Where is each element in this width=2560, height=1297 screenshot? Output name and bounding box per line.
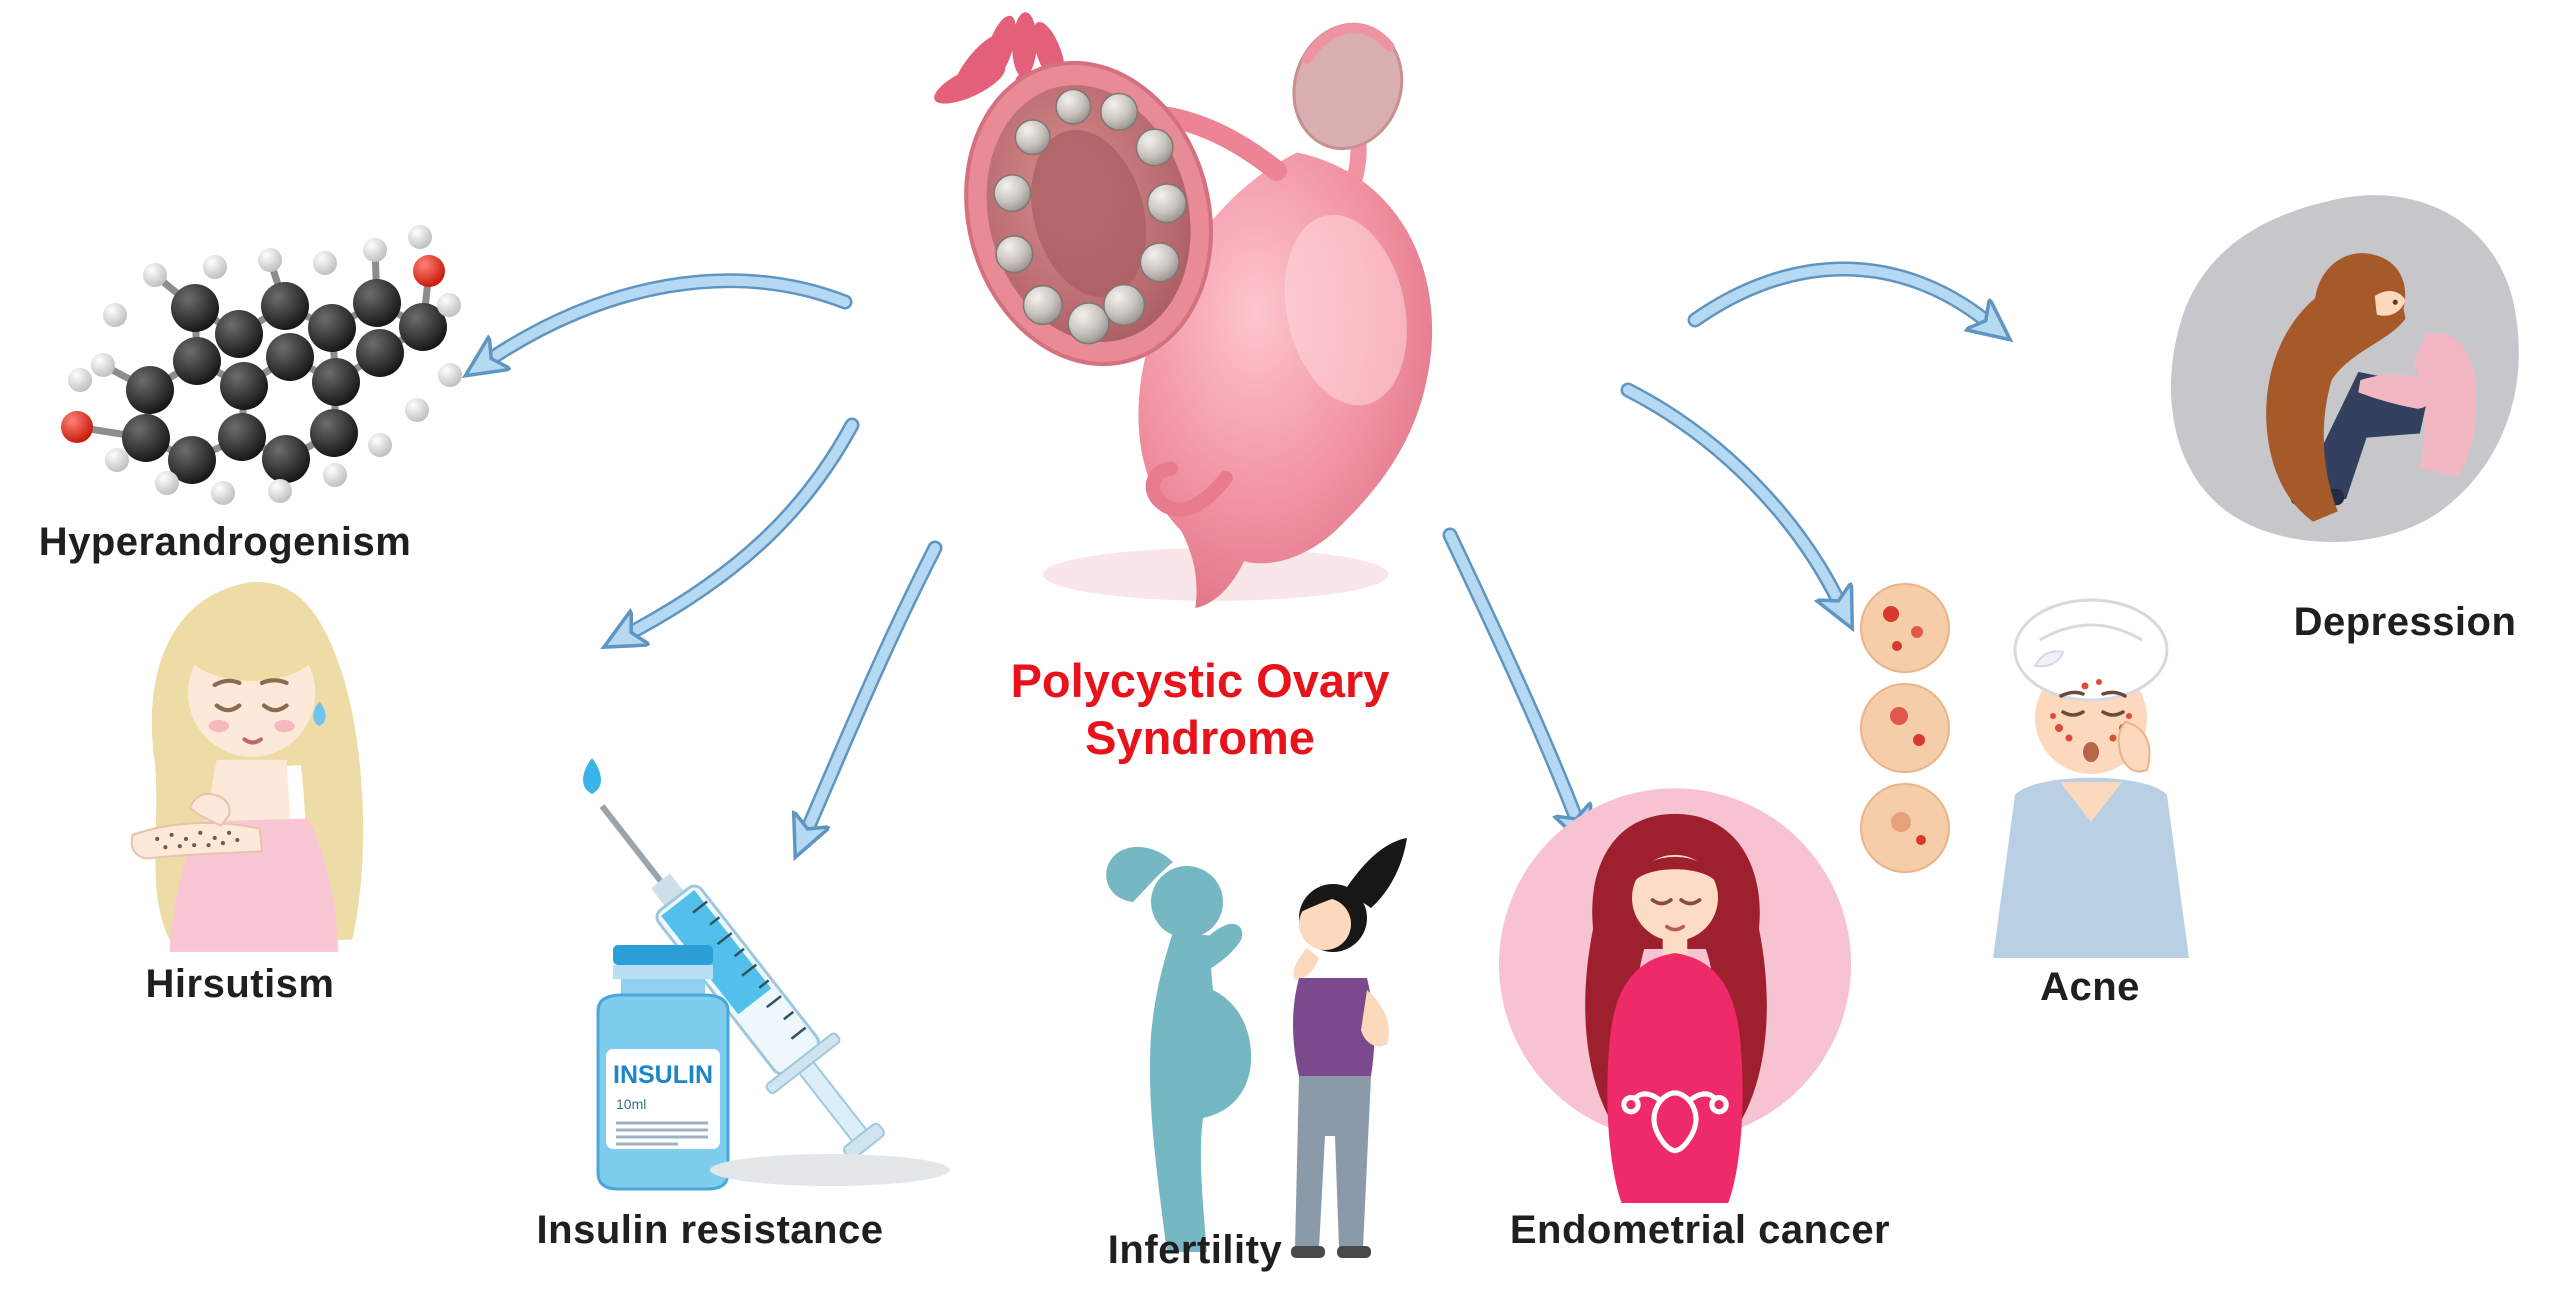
insulin-vial-volume: 10ml bbox=[616, 1096, 646, 1112]
molecule-image bbox=[61, 225, 462, 505]
neck bbox=[1662, 934, 1688, 958]
insulin-image: INSULIN 10ml bbox=[583, 758, 950, 1191]
dress bbox=[1607, 953, 1743, 1203]
insulin-vial-name: INSULIN bbox=[613, 1061, 713, 1089]
hyperandrogenism-illustration bbox=[25, 175, 465, 520]
infertility-illustration bbox=[1055, 820, 1435, 1260]
acne-label: Acne bbox=[2040, 965, 2140, 1009]
pants bbox=[1295, 1076, 1371, 1248]
uterus-ovary-image bbox=[934, 12, 1433, 608]
woman-with-towel bbox=[1993, 598, 2189, 958]
hirsutism-image bbox=[130, 581, 364, 952]
blush bbox=[208, 719, 230, 733]
chest bbox=[2060, 782, 2122, 822]
face bbox=[1632, 854, 1718, 941]
carbon-atoms bbox=[122, 279, 447, 484]
forearm bbox=[130, 821, 264, 860]
closed-eyes bbox=[212, 678, 289, 713]
hirsutism-illustration bbox=[95, 570, 435, 955]
eye bbox=[2392, 299, 2398, 305]
hair-fringe bbox=[183, 611, 320, 681]
pcos-title: Polycystic Ovary Syndrome bbox=[1010, 654, 1390, 765]
acne-illustration bbox=[1850, 570, 2230, 960]
long-hair bbox=[2266, 253, 2406, 522]
hand-at-chin bbox=[1293, 948, 1319, 980]
mouth bbox=[1665, 924, 1685, 932]
open-mouth bbox=[2083, 742, 2099, 762]
skin-closeup-circles bbox=[1860, 583, 1950, 873]
face bbox=[1299, 898, 1351, 950]
shadow bbox=[710, 1154, 950, 1186]
towel-robe bbox=[1993, 777, 2189, 958]
mouth bbox=[242, 737, 263, 745]
endometrial-cancer-image bbox=[1498, 788, 1852, 1203]
towel-turban bbox=[2013, 598, 2169, 702]
sad-girl bbox=[2266, 253, 2477, 522]
insulin-resistance-label: Insulin resistance bbox=[536, 1208, 884, 1252]
face-profile bbox=[2374, 290, 2406, 316]
hair-fringe bbox=[1634, 856, 1716, 882]
thinking-woman bbox=[1291, 838, 1407, 1258]
ovary-cysts bbox=[993, 88, 1187, 345]
arrow-to-hyperandrogenism bbox=[492, 273, 853, 358]
depression-illustration bbox=[2145, 175, 2545, 575]
uterus-body bbox=[1138, 152, 1433, 608]
closed-eyes bbox=[1650, 898, 1702, 906]
hirsutism-label: Hirsutism bbox=[145, 962, 335, 1006]
infertility-image bbox=[1106, 838, 1407, 1258]
infertility-label: Infertility bbox=[1107, 1228, 1283, 1272]
endometrial-cancer-illustration bbox=[1490, 775, 1860, 1205]
oxygen-atoms bbox=[61, 255, 445, 443]
right-tube-and-ovary bbox=[1292, 22, 1404, 202]
worried-eyes bbox=[2059, 690, 2127, 717]
arrow-to-depression bbox=[1687, 261, 1985, 320]
arrow-to-hirsutism bbox=[632, 417, 860, 632]
sweat-drop bbox=[313, 701, 326, 727]
insulin-vial: INSULIN 10ml bbox=[596, 945, 730, 1191]
turban-knot bbox=[2033, 650, 2065, 668]
shoe bbox=[1337, 1246, 1371, 1258]
endometrial-cancer-label: Endometrial cancer bbox=[1509, 1208, 1891, 1252]
acne-image bbox=[1860, 583, 2189, 958]
hydrogen-atoms bbox=[68, 225, 462, 505]
blush bbox=[274, 719, 295, 733]
insulin-resistance-illustration: INSULIN 10ml bbox=[540, 740, 980, 1200]
uterus-icon bbox=[1621, 1090, 1729, 1154]
vial-barcode bbox=[616, 1121, 708, 1146]
hyperandrogenism-label: Hyperandrogenism bbox=[38, 520, 412, 564]
polycystic-ovary-illustration bbox=[870, 0, 1480, 610]
arms-around-knees bbox=[2358, 374, 2435, 409]
pregnant-silhouette bbox=[1106, 846, 1252, 1252]
shoe bbox=[1291, 1246, 1325, 1258]
insulin-drop bbox=[583, 758, 601, 794]
hand-on-cheek bbox=[2117, 720, 2151, 773]
depression-image bbox=[2170, 195, 2519, 542]
arrow-to-acne bbox=[1620, 382, 1838, 600]
scratching-hand bbox=[188, 792, 231, 827]
graduations bbox=[692, 900, 807, 1040]
stubble-dots bbox=[155, 830, 240, 850]
purple-top bbox=[1293, 978, 1375, 1076]
ponytail bbox=[1345, 838, 1407, 908]
pink-shirt bbox=[2413, 333, 2477, 477]
arm-on-hip bbox=[1361, 990, 1389, 1047]
depression-label: Depression bbox=[2293, 600, 2517, 644]
